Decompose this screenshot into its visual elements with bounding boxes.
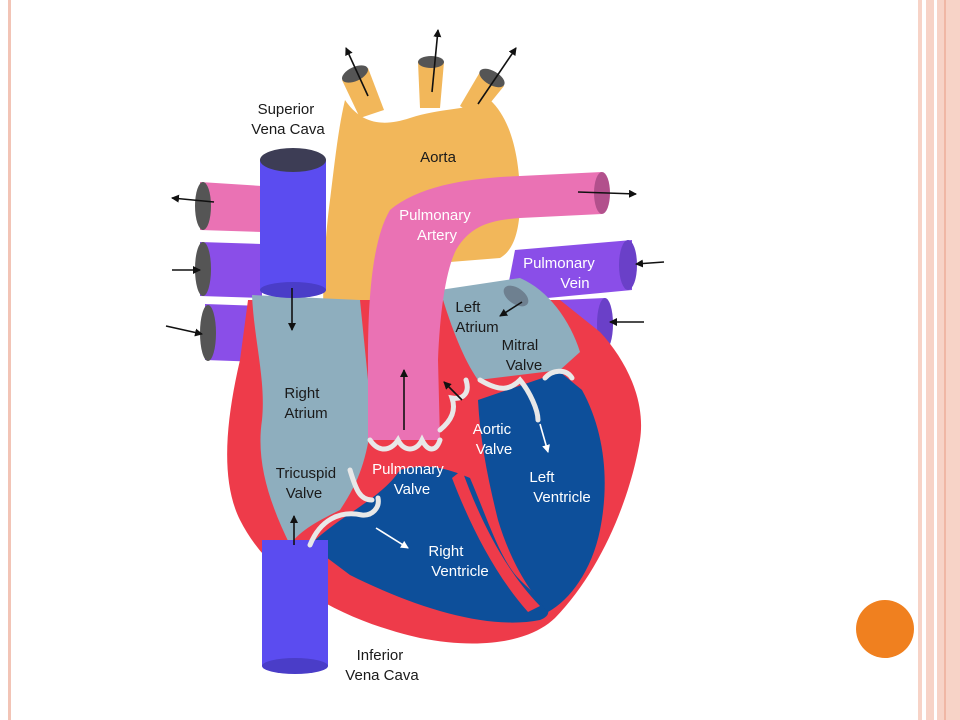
pulmonary-valve-leaflet <box>367 434 443 452</box>
label-line: Tricuspid <box>276 465 336 482</box>
label-line: Vein <box>560 275 589 292</box>
label-line: Artery <box>417 227 458 244</box>
septum <box>452 470 540 612</box>
arrow-aortic-up <box>443 381 463 401</box>
label-line: Left <box>455 299 481 316</box>
superior-vena-cava-tube <box>260 160 326 290</box>
left-ventricle-chamber <box>478 372 605 612</box>
inferior-vena-cava-tube <box>262 540 328 666</box>
label-aorta: Aorta <box>420 149 457 166</box>
label-line: Pulmonary <box>372 461 444 478</box>
aorta-branch-opening <box>418 56 444 68</box>
label-line: Valve <box>394 481 430 498</box>
vessel-opening <box>195 182 211 230</box>
label-line: Superior <box>258 101 315 118</box>
arrow-mitral-down <box>539 423 550 453</box>
label-pulmonary-artery: Pulmonary Artery <box>399 207 475 244</box>
left-atrium-chamber <box>440 278 580 380</box>
label-superior-vena-cava: Superior Vena Cava <box>251 101 325 138</box>
arrow-aorta-right <box>477 47 517 105</box>
tricuspid-valve-leaflet <box>347 467 375 503</box>
valve-leaflets <box>307 368 575 548</box>
mitral-valve-leaflet <box>542 368 575 381</box>
pulmonary-vein-upper <box>505 240 632 302</box>
superior-vena-cava-opening <box>260 148 326 172</box>
flow-arrows <box>165 29 665 545</box>
vessel-opening <box>195 242 211 296</box>
arrow-vein-left-lower <box>165 325 203 337</box>
label-mitral-valve: Mitral Valve <box>502 337 543 374</box>
arrow-pulmonary-left <box>171 194 215 203</box>
label-line: Aorta <box>420 149 457 166</box>
vena-cava-shape <box>260 148 328 674</box>
right-atrium-chamber <box>252 295 372 545</box>
slide-accent-dot <box>856 600 914 658</box>
label-line: Vena Cava <box>251 121 325 138</box>
label-aortic-valve: Aortic Valve <box>473 421 516 458</box>
superior-vena-cava-base <box>260 282 326 298</box>
right-ventricle-chamber <box>310 466 549 623</box>
label-line: Pulmonary <box>523 255 595 272</box>
arrow-aorta-left <box>345 47 369 97</box>
tricuspid-valve-leaflet <box>307 495 381 548</box>
label-line: Valve <box>286 485 322 502</box>
label-pulmonary-valve: Pulmonary Valve <box>372 461 448 498</box>
vessel-opening <box>200 305 216 361</box>
label-line: Inferior <box>357 647 404 664</box>
label-line: Aortic <box>473 421 512 438</box>
label-tricuspid-valve: Tricuspid Valve <box>276 465 340 502</box>
label-left-ventricle: Left Ventricle <box>529 469 590 506</box>
pulmonary-artery-shape <box>368 172 602 440</box>
vein-opening <box>619 240 637 290</box>
label-pulmonary-vein: Pulmonary Vein <box>523 255 599 292</box>
label-line: Ventricle <box>431 563 489 580</box>
arrow-aorta-middle <box>431 29 442 93</box>
label-line: Vena Cava <box>345 667 419 684</box>
aortic-valve-leaflet <box>437 377 470 433</box>
slide-border-left <box>8 0 11 720</box>
slide-border-stripe <box>944 0 946 720</box>
label-line: Atrium <box>455 319 498 336</box>
label-inferior-vena-cava: Inferior Vena Cava <box>345 647 419 684</box>
slide-border-stripe <box>922 0 926 720</box>
flow-arrows-white <box>375 423 550 549</box>
label-line: Right <box>428 543 464 560</box>
aorta-branch <box>418 62 444 108</box>
label-right-atrium: Right Atrium <box>284 385 327 422</box>
left-vessels <box>195 182 262 362</box>
inferior-vena-cava-base <box>262 658 328 674</box>
label-left-atrium: Left Atrium <box>455 299 498 336</box>
mitral-valve-leaflet <box>477 376 541 423</box>
aorta-branch-opening <box>341 65 369 83</box>
arrow-left-atrium <box>499 301 523 317</box>
arrow-vein-right-upper <box>635 259 665 268</box>
aorta-branch-opening <box>479 68 505 88</box>
label-line: Valve <box>506 357 542 374</box>
left-pulmonary-branch <box>200 182 262 232</box>
label-line: Valve <box>476 441 512 458</box>
left-pulmonary-vein-upper <box>200 242 262 298</box>
pulmonary-vein-inlet <box>503 285 529 307</box>
label-line: Pulmonary <box>399 207 471 224</box>
arrow-right-ventricle <box>375 527 409 549</box>
label-line: Ventricle <box>533 489 591 506</box>
slide-border-stripe <box>934 0 937 720</box>
arrow-pulmonary-right <box>577 189 637 198</box>
diagram-labels: Superior Vena Cava Aorta Pulmonary Arter… <box>251 101 599 684</box>
label-line: Atrium <box>284 405 327 422</box>
label-right-ventricle: Right Ventricle <box>428 543 488 580</box>
label-line: Mitral <box>502 337 539 354</box>
label-line: Right <box>284 385 320 402</box>
label-line: Left <box>529 469 555 486</box>
